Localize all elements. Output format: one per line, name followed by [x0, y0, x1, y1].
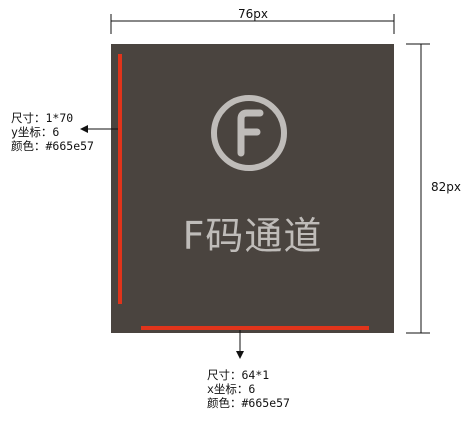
vertical-line-note: 尺寸：1*70 y坐标：6 颜色：#665e57: [11, 111, 94, 153]
note-coordinate: x坐标：6: [207, 382, 256, 396]
arrow-down-icon: [236, 351, 244, 359]
width-label: 76px: [238, 7, 268, 21]
note-color: 颜色：#665e57: [207, 396, 290, 410]
f-circle-icon: [211, 95, 287, 171]
note-color: 颜色：#665e57: [11, 139, 94, 153]
height-label: 82px: [431, 180, 461, 194]
note-size: 尺寸：64*1: [207, 368, 270, 382]
arrow-left-icon: [80, 125, 88, 133]
note-size: 尺寸：1*70: [11, 111, 74, 125]
vertical-accent-line: [118, 54, 122, 304]
tile-title: F码通道: [182, 214, 323, 258]
note-coordinate: y坐标：6: [11, 125, 60, 139]
horizontal-line-note: 尺寸：64*1 x坐标：6 颜色：#665e57: [207, 368, 290, 410]
channel-tile: [111, 44, 394, 333]
horizontal-accent-line: [141, 326, 369, 330]
